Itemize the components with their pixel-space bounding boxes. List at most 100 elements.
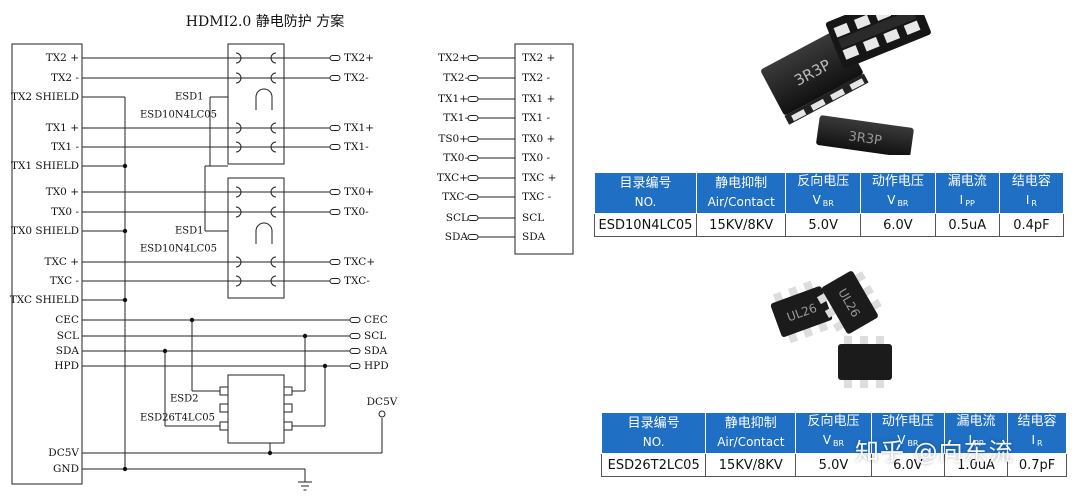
connector-pin-label: TXC - bbox=[522, 191, 552, 203]
header-cn: 静电抑制 bbox=[724, 416, 777, 431]
output-label: HPD bbox=[364, 360, 389, 372]
diode-symbol bbox=[235, 141, 242, 153]
left-pin-label: TX0 - bbox=[51, 206, 79, 218]
connector-left-label: TXC+ bbox=[437, 172, 468, 184]
left-pin-label: SCL bbox=[57, 330, 79, 342]
connector-left-label: SDA bbox=[445, 231, 469, 243]
dc5v-label: DC5V bbox=[367, 396, 398, 408]
header-en: I bbox=[968, 433, 972, 447]
chip-pads-view bbox=[825, 15, 931, 69]
table-cell: ESD10N4LC05 bbox=[594, 213, 697, 237]
table-cell: 0.4pF bbox=[998, 213, 1065, 237]
connector-pin-label: SCL bbox=[522, 212, 544, 224]
terminal-icon bbox=[329, 209, 341, 215]
esd1-label-2: ESD1 bbox=[175, 226, 204, 237]
left-pin-label: TXC - bbox=[50, 275, 80, 287]
header-sub: BR bbox=[833, 439, 845, 448]
connector-left-label: TS0+ bbox=[438, 133, 468, 145]
esd1-package-top bbox=[227, 43, 285, 165]
esd10n4-chip-photo: 3R3P 3R3P bbox=[761, 15, 931, 155]
diode-symbol bbox=[255, 222, 273, 244]
header-sub: R bbox=[1031, 199, 1037, 208]
sot-chip-2: UL26 bbox=[816, 271, 882, 334]
terminal-icon bbox=[329, 189, 341, 195]
terminal-icon bbox=[467, 55, 479, 61]
left-pin-label: DC5V bbox=[48, 447, 79, 459]
diode-symbol bbox=[270, 52, 277, 64]
output-label: TXC+ bbox=[344, 256, 375, 268]
header-cn: 目录编号 bbox=[627, 416, 680, 431]
header-cn: 反向电压 bbox=[807, 414, 860, 429]
connector-left-label: TX2+ bbox=[438, 52, 468, 64]
junction-dot bbox=[122, 228, 128, 234]
header-cn: 静电抑制 bbox=[715, 176, 768, 191]
connector-pin-label: TX2 - bbox=[522, 72, 550, 84]
left-pin-label: TXC SHIELD bbox=[10, 294, 79, 306]
terminal-icon bbox=[467, 115, 479, 121]
chip-small: 3R3P bbox=[816, 115, 914, 155]
esd1-label: ESD1 bbox=[175, 92, 204, 103]
header-en: V bbox=[887, 193, 896, 207]
output-label: TX0+ bbox=[344, 186, 374, 198]
esd1-part: ESD10N4LC05 bbox=[140, 110, 217, 121]
junction-dot bbox=[189, 317, 195, 323]
header-cn: 结电容 bbox=[1017, 414, 1057, 429]
connector-left-label: TX0- bbox=[443, 152, 468, 164]
left-pin-label: TX2 SHIELD bbox=[11, 91, 79, 103]
esd2-part: ESD26T4LC05 bbox=[140, 413, 215, 424]
terminal-icon bbox=[329, 75, 341, 81]
diode-symbol bbox=[270, 275, 277, 287]
dc5v-terminal-icon bbox=[378, 410, 386, 418]
terminal-icon bbox=[467, 155, 479, 161]
output-label: SDA bbox=[364, 345, 388, 357]
terminal-icon bbox=[467, 96, 479, 102]
left-connector-block bbox=[11, 43, 83, 485]
connector-pin-label: TX1 + bbox=[522, 93, 555, 105]
header-en: I bbox=[1031, 433, 1036, 447]
output-label: TX1- bbox=[344, 141, 369, 153]
output-label: CEC bbox=[364, 314, 388, 326]
header-en: I bbox=[1025, 193, 1030, 207]
diode-symbol bbox=[235, 206, 242, 218]
header-en: I bbox=[959, 193, 964, 207]
hdmi-connector-block bbox=[514, 43, 574, 255]
header-cn: 反向电压 bbox=[797, 174, 850, 189]
terminal-icon bbox=[329, 259, 341, 265]
esd1-part-2: ESD10N4LC05 bbox=[140, 244, 217, 255]
header-en: V bbox=[822, 433, 832, 447]
output-label: TX0- bbox=[344, 206, 369, 218]
diode-symbol bbox=[235, 275, 242, 287]
terminal-icon bbox=[467, 215, 479, 221]
esd2-pin bbox=[219, 421, 229, 431]
terminal-icon bbox=[329, 278, 341, 284]
connector-pin-label: TX0 + bbox=[522, 133, 555, 145]
header-sub: BR bbox=[897, 199, 909, 208]
header-en: NO. bbox=[642, 435, 665, 449]
table-cell: 5.0V bbox=[795, 453, 872, 477]
table-row: ESD26T2LC05 15KV/8KV 5.0V 6.0V 1.0uA 0.7… bbox=[600, 453, 1067, 477]
diode-symbol bbox=[270, 256, 277, 268]
connector-left-label: TX2- bbox=[443, 72, 468, 84]
output-label: SCL bbox=[364, 330, 386, 342]
diode-symbol bbox=[235, 52, 242, 64]
header-en: Air/Contact bbox=[707, 195, 775, 209]
table-cell: 5.0V bbox=[785, 213, 862, 237]
table-cell: 15KV/8KV bbox=[695, 213, 787, 237]
terminal-icon bbox=[467, 136, 479, 142]
terminal-icon bbox=[329, 55, 341, 61]
terminal-icon bbox=[349, 348, 361, 354]
table-row: ESD10N4LC05 15KV/8KV 5.0V 6.0V 0.5uA 0.4… bbox=[594, 213, 1065, 237]
left-pin-label: CEC bbox=[55, 314, 79, 326]
esd2-pin bbox=[283, 403, 293, 413]
esd2-pin bbox=[219, 386, 229, 396]
left-pin-label: HPD bbox=[54, 360, 79, 372]
output-label: TX2+ bbox=[344, 52, 374, 64]
header-sub: BR bbox=[822, 199, 834, 208]
terminal-icon bbox=[467, 75, 479, 81]
connector-left-label: TX1+ bbox=[438, 93, 468, 105]
left-pin-label: SDA bbox=[56, 345, 80, 357]
chip-marking-small: 3R3P bbox=[848, 129, 883, 149]
junction-dot bbox=[162, 348, 168, 354]
